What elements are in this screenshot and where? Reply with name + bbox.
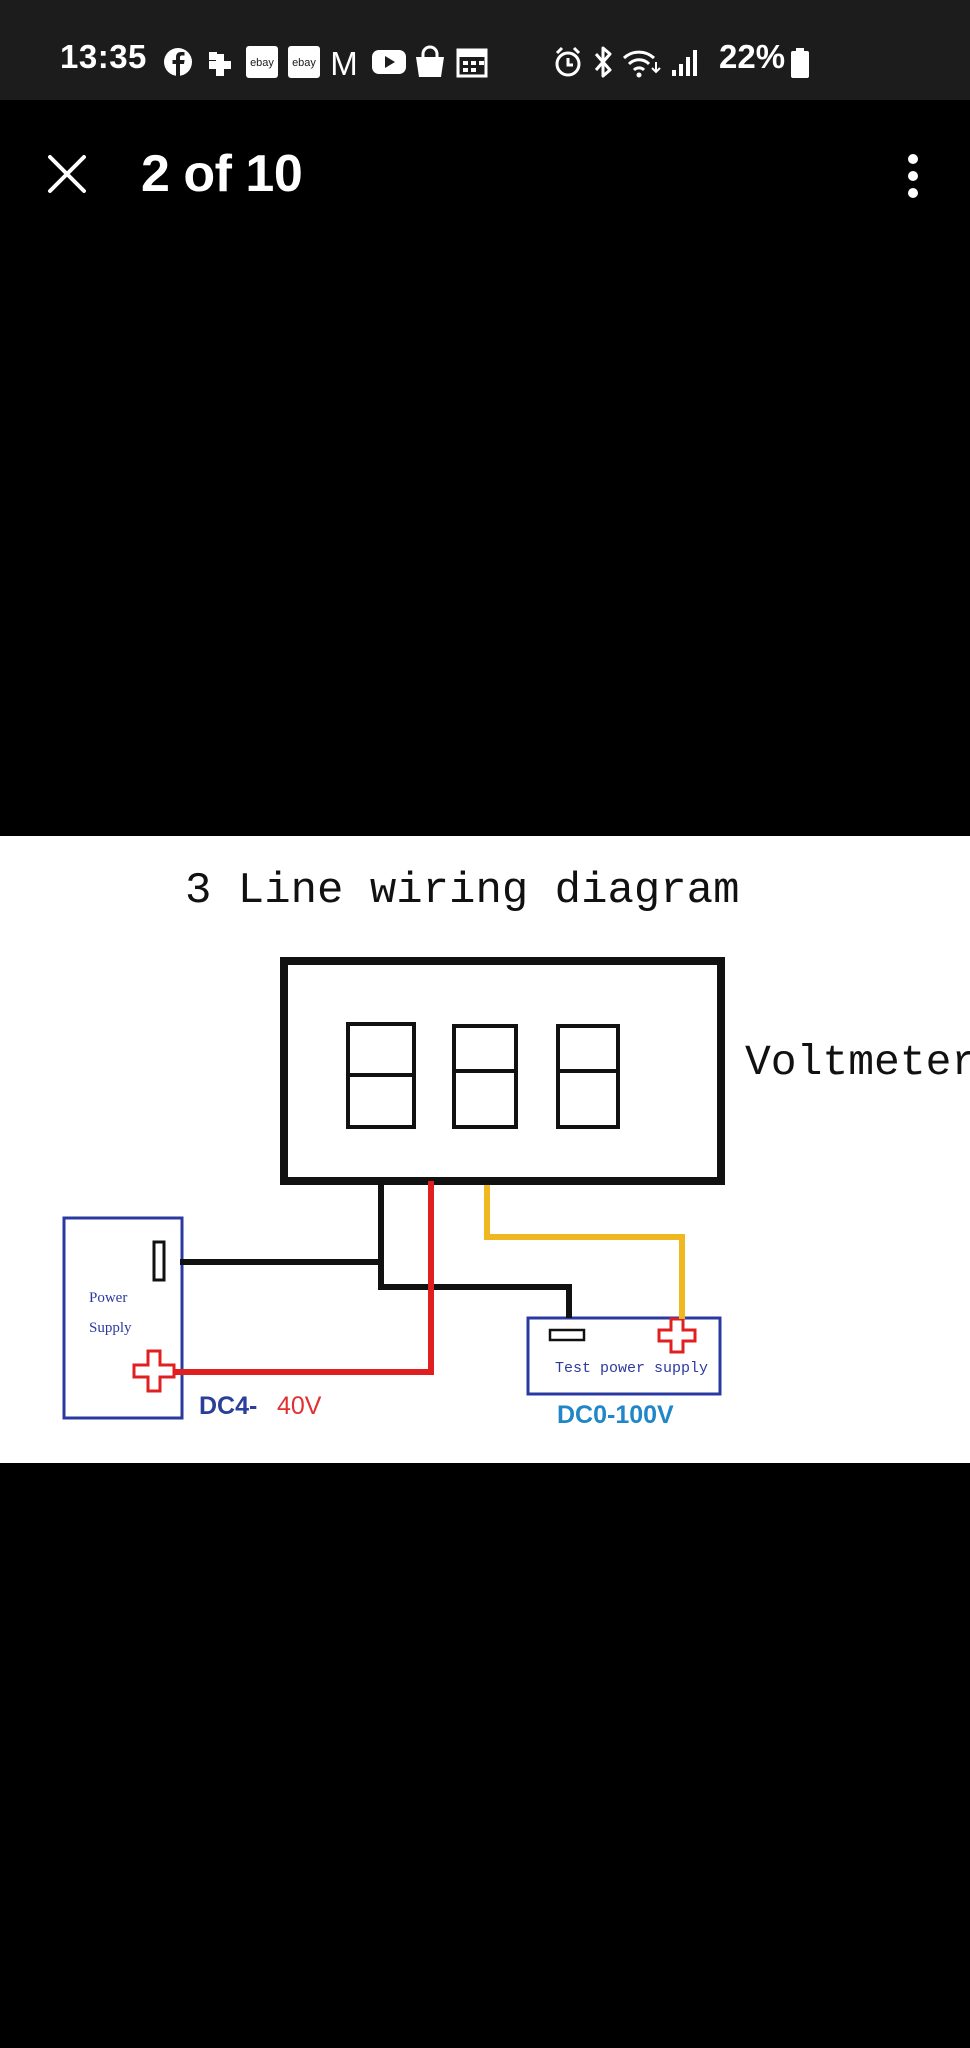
yellow-wire — [484, 1185, 685, 1319]
gmail-glyph: M — [330, 45, 358, 80]
test-supply-negative-terminal — [548, 1328, 586, 1342]
ebay-icon: ebay — [246, 46, 278, 78]
power-supply-negative-terminal — [152, 1240, 166, 1282]
power-supply-label-2: Supply — [89, 1320, 132, 1336]
notification-icons: ebay ebay M — [164, 45, 488, 80]
battery-percent: 22% — [719, 38, 786, 75]
voltmeter-body — [280, 957, 725, 1185]
ebay-badge-text: ebay — [250, 57, 274, 69]
signal-icon — [672, 50, 697, 76]
status-bar: 13:35 ebay ebay M — [0, 0, 970, 100]
seven-segment-digits — [346, 1022, 620, 1129]
red-wire — [174, 1181, 434, 1375]
voltmeter-label: Voltmeter — [745, 1038, 970, 1087]
close-icon[interactable] — [36, 143, 98, 205]
ebay-badge-text: ebay — [292, 57, 316, 69]
power-supply-box — [62, 1216, 184, 1420]
wifi-icon — [622, 50, 661, 78]
power-voltage-prefix: DC4- — [199, 1392, 257, 1420]
power-supply-positive-terminal — [132, 1349, 176, 1393]
test-supply-voltage: DC0-100V — [557, 1401, 674, 1429]
viewer-app-bar — [0, 100, 970, 250]
power-supply-label-1: Power — [89, 1290, 127, 1306]
diagram-title: 3 Line wiring diagram — [185, 866, 740, 916]
health-icon — [209, 52, 231, 76]
more-vertical-icon[interactable] — [891, 147, 935, 205]
system-icons — [555, 46, 697, 78]
battery-icon — [791, 48, 809, 78]
ebay-icon: ebay — [288, 46, 320, 78]
calendar-icon — [456, 48, 488, 78]
shopping-bag-icon — [416, 45, 444, 77]
facebook-icon — [164, 48, 192, 76]
youtube-icon — [372, 50, 406, 74]
wiring-diagram: 3 Line wiring diagram Voltmeter Power Su… — [0, 836, 970, 1463]
test-supply-positive-terminal — [657, 1317, 697, 1354]
power-voltage-value: 40V — [277, 1392, 322, 1420]
test-supply-box — [526, 1316, 722, 1396]
gallery-image[interactable]: 3 Line wiring diagram Voltmeter Power Su… — [0, 836, 970, 1463]
gmail-icon: M — [330, 45, 358, 80]
page-counter: 2 of 10 — [141, 145, 303, 203]
black-wire — [180, 1181, 572, 1318]
bluetooth-icon — [594, 46, 612, 78]
status-time: 13:35 — [60, 38, 147, 75]
test-supply-label: Test power supply — [555, 1360, 708, 1377]
alarm-icon — [555, 46, 581, 77]
